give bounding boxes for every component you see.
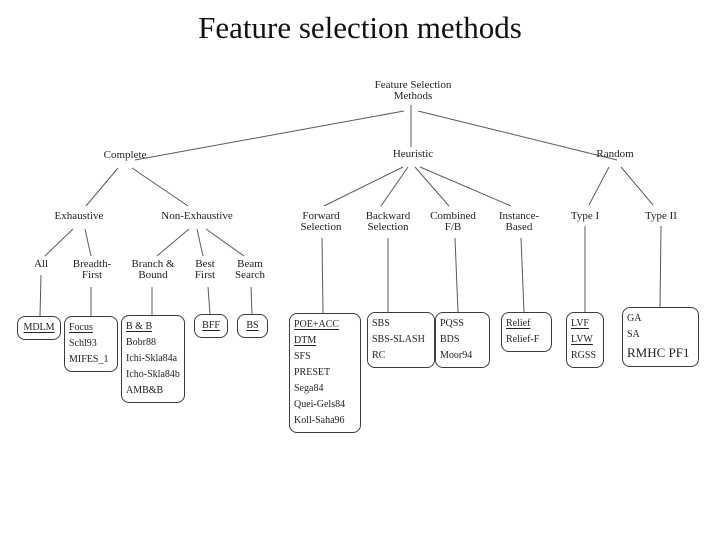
- node-complete: Complete: [103, 149, 147, 161]
- leaf-item: DTM: [294, 335, 317, 346]
- leaf-box-type-ii: GA SA RMHC PF1: [622, 307, 699, 367]
- leaf-item: RGSS: [571, 350, 597, 361]
- node-best-first: Best First: [195, 259, 215, 281]
- leaf-item: SBS-SLASH: [372, 334, 425, 345]
- node-label-line2: F/B: [444, 221, 462, 233]
- leaf-item: PRESET: [294, 367, 331, 378]
- leaf-item: MIFES_1: [69, 354, 109, 365]
- node-label-line1: Combined: [430, 210, 476, 222]
- node-label-line2: Bound: [138, 269, 168, 281]
- leaf-box-focus: Focus Schl93 MIFES_1: [64, 316, 118, 372]
- leaf-item: Koll-Saha96: [294, 415, 345, 426]
- leaf-item: PQSS: [440, 318, 464, 329]
- leaf-item: BS: [246, 320, 259, 331]
- leaf-item: Focus: [69, 322, 93, 333]
- node-instance-based: Instance- Based: [499, 211, 539, 233]
- leaf-item: POE+ACC: [294, 319, 340, 330]
- leaf-item: SBS: [372, 318, 390, 329]
- leaf-box-bs: BS: [237, 314, 268, 338]
- node-label-line2: Selection: [300, 221, 342, 233]
- leaf-box-mdlm: MDLM: [17, 316, 61, 340]
- node-label-line1: Instance-: [498, 210, 540, 222]
- node-label-line1: Feature Selection: [374, 79, 452, 91]
- leaf-item: Relief-F: [506, 334, 540, 345]
- leaf-box-instance-based: Relief Relief-F: [501, 312, 552, 352]
- node-feature-selection-methods: Feature Selection Methods: [375, 80, 452, 102]
- node-non-exhaustive: Non-Exhaustive: [161, 210, 233, 222]
- leaf-item: RMHC PF1: [627, 345, 690, 360]
- leaf-box-backward-selection: SBS SBS-SLASH RC: [367, 312, 435, 368]
- leaf-item: Icho-Skla84b: [126, 369, 180, 380]
- leaf-item: Bobr88: [126, 337, 156, 348]
- node-branch-and-bound: Branch & Bound: [131, 259, 174, 281]
- node-label-line1: Backward: [365, 210, 411, 222]
- leaf-item: SA: [627, 329, 640, 340]
- leaf-item: Relief: [506, 318, 531, 329]
- node-label-line2: First: [81, 269, 103, 281]
- node-label-line1: Branch &: [131, 258, 175, 270]
- leaf-item: GA: [627, 313, 642, 324]
- node-label-line2: First: [194, 269, 216, 281]
- leaf-item: Schl93: [69, 338, 97, 349]
- node-heuristic: Heuristic: [392, 148, 434, 160]
- node-label-line1: Best: [195, 258, 215, 270]
- leaf-box-forward-selection: POE+ACC DTM SFS PRESET Sega84 Quei-Gels8…: [289, 313, 361, 433]
- leaf-item: BDS: [440, 334, 460, 345]
- leaf-box-combined-fb: PQSS BDS Moor94: [435, 312, 490, 368]
- node-label-line2: Based: [505, 221, 533, 233]
- leaf-box-bff: BFF: [194, 314, 228, 338]
- leaf-item: MDLM: [23, 322, 55, 333]
- node-label-line2: Selection: [367, 221, 409, 233]
- node-combined-fb: Combined F/B: [430, 211, 476, 233]
- leaf-item: Moor94: [440, 350, 473, 361]
- node-exhaustive: Exhaustive: [54, 210, 104, 222]
- node-label-line1: Beam: [237, 258, 263, 270]
- node-breadth-first: Breadth- First: [73, 259, 111, 281]
- node-label-line2: Methods: [393, 90, 433, 102]
- page-title: Feature selection methods: [198, 10, 522, 45]
- node-forward-selection: Forward Selection: [301, 211, 342, 233]
- node-random: Random: [596, 148, 634, 160]
- leaf-item: SFS: [294, 351, 311, 362]
- leaf-box-branch-and-bound: B & B Bobr88 Ichi-Skla84a Icho-Skla84b A…: [121, 315, 185, 403]
- node-backward-selection: Backward Selection: [366, 211, 411, 233]
- node-label-line1: Forward: [302, 210, 340, 222]
- leaf-item: Sega84: [294, 383, 324, 394]
- leaf-item: LVW: [571, 334, 593, 345]
- leaf-box-type-i: LVF LVW RGSS: [566, 312, 604, 368]
- node-all: All: [33, 258, 49, 270]
- leaf-item: Ichi-Skla84a: [126, 353, 178, 364]
- leaf-item: AMB&B: [126, 385, 164, 396]
- leaf-item: Quei-Gels84: [294, 399, 346, 410]
- node-type-ii: Type II: [645, 210, 677, 222]
- node-type-i: Type I: [570, 210, 600, 222]
- leaf-item: LVF: [571, 318, 589, 329]
- node-beam-search: Beam Search: [235, 259, 265, 281]
- leaf-item: B & B: [126, 321, 153, 332]
- leaf-item: BFF: [202, 320, 220, 331]
- node-label-line1: Breadth-: [72, 258, 112, 270]
- node-label-line2: Search: [235, 269, 265, 281]
- leaf-item: RC: [372, 350, 386, 361]
